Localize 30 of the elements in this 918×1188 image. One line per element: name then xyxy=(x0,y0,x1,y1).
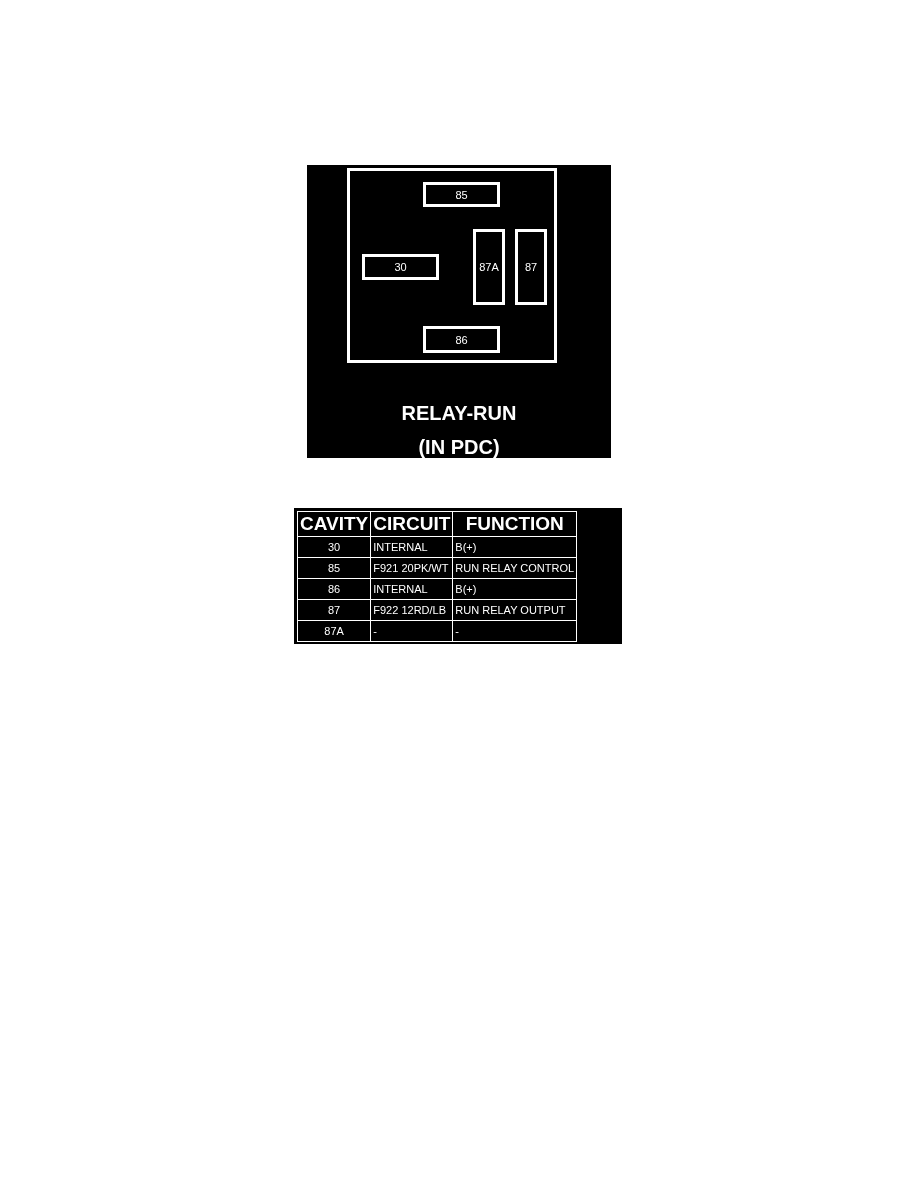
column-header: CIRCUIT xyxy=(370,511,453,537)
caption: RELAY-RUN (IN PDC) xyxy=(400,401,518,460)
table-cell: INTERNAL xyxy=(370,536,453,558)
cavity-terminal xyxy=(362,254,439,280)
cavity-terminal xyxy=(423,326,500,353)
table-cell: F921 20PK/WT xyxy=(370,557,453,579)
table-cell: 30 xyxy=(297,536,371,558)
column-header: FUNCTION xyxy=(452,511,577,537)
table-cell: RUN RELAY CONTROL xyxy=(452,557,577,579)
table-cell: - xyxy=(452,620,577,642)
cavity-number: 86 xyxy=(455,333,468,346)
table-cell: 87A xyxy=(297,620,371,642)
cavity-number: 30 xyxy=(394,261,407,273)
table-cell: INTERNAL xyxy=(370,578,453,600)
relay-outline xyxy=(347,168,557,363)
cavity-terminal xyxy=(515,229,547,305)
cavity-terminal xyxy=(423,182,500,207)
table-cell: 87 xyxy=(297,599,371,621)
cavity-number: 87 xyxy=(524,261,538,273)
cavity-number: 87A xyxy=(479,261,499,273)
table-cell: - xyxy=(370,620,453,642)
table-cell: F922 12RD/LB xyxy=(370,599,453,621)
column-header: CAVITY xyxy=(297,511,371,537)
table-cell: B(+) xyxy=(452,578,577,600)
table-cell: B(+) xyxy=(452,536,577,558)
cavity-number: 85 xyxy=(455,188,468,201)
table-cell: 85 xyxy=(297,557,371,579)
table-cell: RUN RELAY OUTPUT xyxy=(452,599,577,621)
cavity-terminal xyxy=(473,229,505,305)
table-cell: 86 xyxy=(297,578,371,600)
